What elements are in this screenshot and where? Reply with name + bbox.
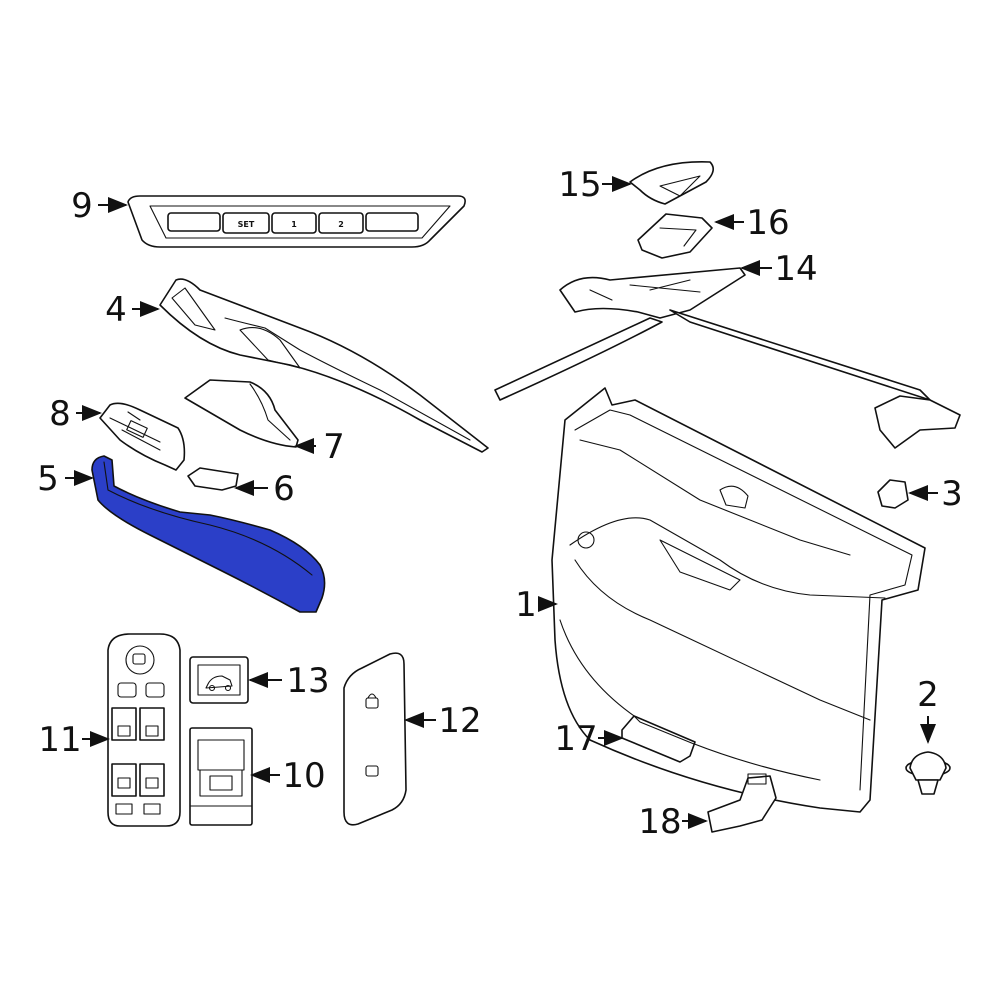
part-13-tailgate-switch <box>189 656 249 704</box>
memory-2-label: 2 <box>338 220 344 229</box>
part-16-mirror-trim <box>637 213 713 259</box>
set-label: SET <box>238 220 255 229</box>
callout-numbers: 1 2 3 4 5 6 7 8 9 10 11 12 13 14 15 16 1… <box>37 165 963 842</box>
part-4-trim-strip <box>159 278 489 453</box>
part-15-mirror-cover <box>629 161 714 205</box>
callout-5: 5 <box>37 459 59 499</box>
part-11-window-switch <box>107 633 181 827</box>
part-6-pad <box>187 467 239 491</box>
part-14-window-seal <box>494 267 961 449</box>
part-1-door-panel <box>551 387 926 813</box>
callout-10: 10 <box>282 756 325 796</box>
callout-17: 17 <box>554 719 597 759</box>
part-8-switch-housing <box>99 402 186 471</box>
part-2-push-clip <box>905 751 951 795</box>
memory-2-button[interactable] <box>318 212 364 234</box>
callout-3: 3 <box>941 474 963 514</box>
callout-2: 2 <box>917 675 939 715</box>
part-10-window-switch <box>189 727 253 826</box>
callout-13: 13 <box>286 661 329 701</box>
part-9-memory-switch: SET 1 2 <box>127 195 466 248</box>
callout-8: 8 <box>49 394 71 434</box>
callout-18: 18 <box>638 802 681 842</box>
part-18-sensor <box>707 773 777 833</box>
callout-16: 16 <box>746 203 789 243</box>
callout-9: 9 <box>71 186 93 226</box>
part-7-trim-panel <box>184 379 299 448</box>
callout-15: 15 <box>558 165 601 205</box>
callout-11: 11 <box>38 720 81 760</box>
callout-1: 1 <box>515 585 537 625</box>
part-5-armrest <box>91 455 326 613</box>
callout-12: 12 <box>438 701 481 741</box>
set-button[interactable] <box>222 212 270 234</box>
memory-1-button[interactable] <box>271 212 317 234</box>
part-12-lock-switch <box>343 652 407 826</box>
part-3-clip <box>877 479 909 509</box>
callout-arrows <box>65 176 938 829</box>
callout-7: 7 <box>323 427 345 467</box>
callout-4: 4 <box>105 290 127 330</box>
callout-6: 6 <box>273 469 295 509</box>
memory-1-label: 1 <box>291 220 297 229</box>
callout-14: 14 <box>774 249 817 289</box>
